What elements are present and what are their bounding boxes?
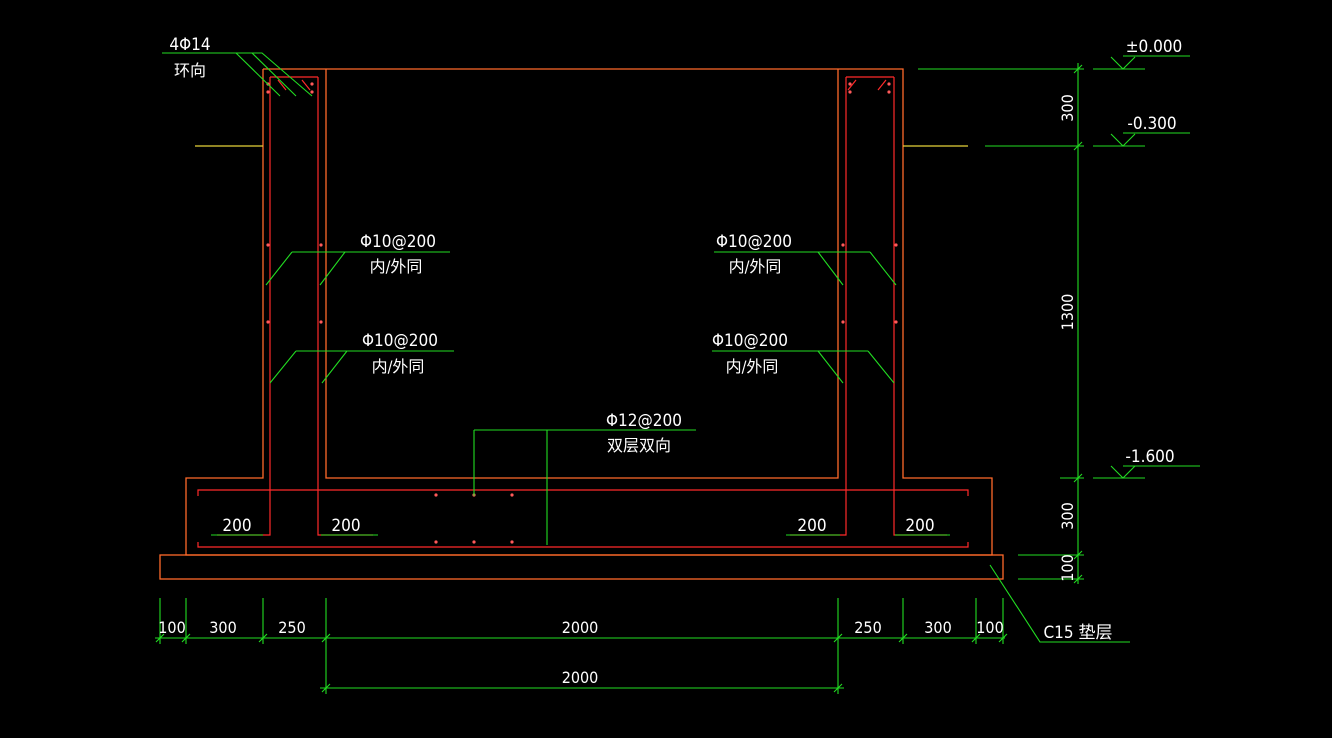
overall-dimension-label: 2000 (562, 668, 599, 687)
right-lower-bar-spec: Φ10@200 (712, 331, 788, 351)
slab-bottom-bar (197, 542, 969, 548)
rebar-lines (197, 76, 969, 548)
right-lower-bar-note: 内/外同 (726, 357, 779, 376)
vertical-dimension-labels: 300 1300 300 100 (1058, 94, 1077, 581)
right-upper-bar-spec: Φ10@200 (716, 232, 792, 252)
horizontal-dimension-labels: 100 300 250 2000 250 300 100 2000 (158, 618, 1003, 687)
dimension-label: 100 (976, 618, 1003, 637)
left-hook-2 (301, 79, 311, 91)
left-lower-bar-spec: Φ10@200 (362, 331, 438, 351)
left-upper-bar-note: 内/外同 (370, 257, 423, 276)
dimension-label: 300 (1058, 502, 1077, 529)
dimension-label: 300 (209, 618, 236, 637)
ring-bar-spec: 4Φ14 (169, 35, 210, 55)
right-upper-bar-note: 内/外同 (729, 257, 782, 276)
elevation-labels: ±0.000 -0.300 -1.600 (1125, 37, 1182, 467)
left-upper-bar-spec: Φ10@200 (360, 232, 436, 252)
rebar-label-group: 4Φ14 环向 Φ10@200 内/外同 Φ10@200 内/外同 Φ10@20… (169, 35, 792, 455)
anchorage-labels: 200 200 200 200 (222, 516, 934, 536)
dimension-label: 300 (924, 618, 951, 637)
cushion-layer (159, 554, 1004, 580)
left-lower-bar-note: 内/外同 (372, 357, 425, 376)
elevation-label: -0.300 (1127, 114, 1176, 134)
anchorage-label: 200 (797, 516, 826, 536)
ring-bar-note: 环向 (174, 61, 206, 80)
slab-bar-note: 双层双向 (607, 436, 671, 455)
cushion-label: C15 垫层 (1044, 623, 1113, 643)
leader-lines (162, 52, 1130, 643)
dimension-lines (155, 55, 1200, 694)
elevation-label: -1.600 (1125, 447, 1174, 467)
dimension-label: 100 (158, 618, 185, 637)
tank-inner-chamber (325, 69, 839, 479)
rebar-dots (266, 82, 898, 544)
anchorage-label: 200 (222, 516, 251, 536)
concrete-outline (159, 68, 1004, 580)
anchorage-label: 200 (905, 516, 934, 536)
anchorage-label: 200 (331, 516, 360, 536)
left-hook-1 (277, 79, 287, 91)
dimension-label: 300 (1058, 94, 1077, 121)
dimension-label: 100 (1058, 554, 1077, 581)
right-hook-1 (847, 79, 857, 91)
dimension-label: 250 (854, 618, 881, 637)
tank-outer-profile (185, 68, 993, 556)
slab-bar-spec: Φ12@200 (606, 411, 682, 431)
dimension-label: 2000 (562, 618, 599, 637)
dimension-label: 250 (278, 618, 305, 637)
slab-top-bar (197, 489, 969, 496)
dimension-label: 1300 (1058, 294, 1077, 331)
right-hook-2 (877, 79, 887, 91)
elevation-label: ±0.000 (1126, 37, 1183, 57)
